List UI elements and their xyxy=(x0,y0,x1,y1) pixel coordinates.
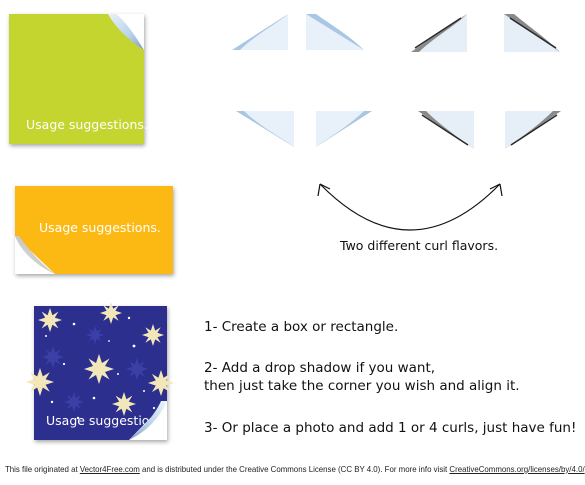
usage-card-stars-label: Usage suggestions. xyxy=(46,413,168,428)
instruction-step-1: 1- Create a box or rectangle. xyxy=(204,319,399,335)
usage-card-orange: Usage suggestions. xyxy=(15,186,173,274)
footer-middle: and is distributed under the Creative Co… xyxy=(139,464,450,474)
footer-prefix: This file originated at xyxy=(5,464,80,474)
vector4free-link[interactable]: Vector4Free.com xyxy=(79,464,140,474)
curl-sample-gray-bottom-right xyxy=(505,111,561,149)
curl-sample-gray-top-left xyxy=(411,14,467,52)
creative-commons-link[interactable]: CreativeCommons.org/licenses/by/4.0/ xyxy=(449,464,585,474)
curl-sample-light-top-right xyxy=(306,14,364,50)
page-curl-icon xyxy=(129,401,167,440)
curl-sample-gray-bottom-left xyxy=(418,111,474,149)
usage-card-stars: Usage suggestions. xyxy=(26,302,174,440)
page-curl-icon xyxy=(108,14,144,50)
curl-sample-gray-top-right xyxy=(504,14,560,52)
curl-sample-light-bottom-left xyxy=(236,111,294,147)
curl-sample-light-bottom-right xyxy=(316,111,372,147)
page-curl-icon xyxy=(15,236,55,274)
instruction-step-3: 3- Or place a photo and add 1 or 4 curls… xyxy=(204,420,577,436)
license-footer: This file originated at Vector4Free.com … xyxy=(5,464,585,474)
star-pattern xyxy=(26,302,174,420)
usage-card-orange-label: Usage suggestions. xyxy=(39,220,161,235)
instruction-step-2-line-1: 2- Add a drop shadow if you want, xyxy=(204,360,436,376)
usage-card-green-label: Usage suggestions. xyxy=(26,117,148,132)
curl-sample-light-top-left xyxy=(232,14,288,50)
instruction-step-2-line-2: then just take the corner you wish and a… xyxy=(204,378,520,394)
double-arrow-icon xyxy=(317,183,503,231)
curl-flavors-caption: Two different curl flavors. xyxy=(340,238,499,253)
usage-card-green: Usage suggestions. xyxy=(9,14,148,144)
